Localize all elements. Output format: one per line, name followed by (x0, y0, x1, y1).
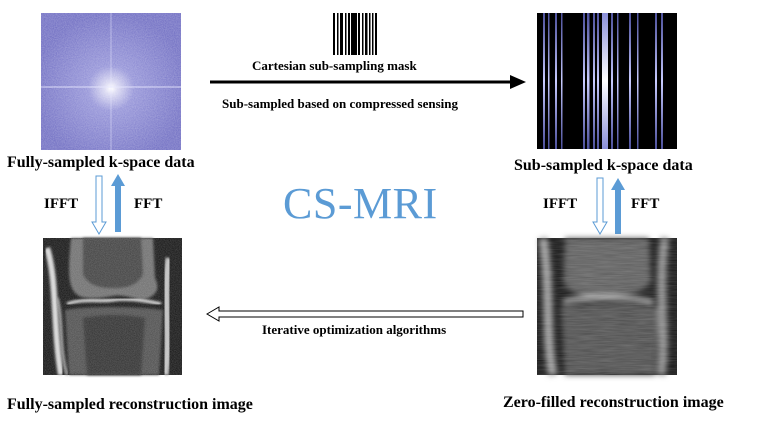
right-fft-label: FFT (631, 196, 660, 212)
left-ifft-label: IFFT (44, 196, 79, 212)
left-fft-arrow (111, 174, 125, 232)
full-reconstruction-label: Fully-sampled reconstruction image (7, 396, 253, 413)
full-kspace-label: Fully-sampled k-space data (7, 154, 195, 171)
sub-kspace-image (537, 13, 677, 149)
sampling-mask-image (333, 13, 377, 55)
left-fft-label: FFT (134, 196, 163, 212)
left-ifft-arrow (91, 175, 107, 235)
iterative-label: Iterative optimization algorithms (262, 322, 447, 337)
forward-arrow (210, 75, 526, 89)
mask-label: Cartesian sub-sampling mask (252, 58, 417, 73)
zero-filled-label: Zero-filled reconstruction image (503, 394, 724, 411)
right-ifft-label: IFFT (543, 196, 578, 212)
zero-filled-reconstruction-image (537, 237, 677, 376)
full-reconstruction-image (43, 238, 182, 376)
full-kspace-image (41, 13, 181, 150)
compressed-sensing-label: Sub-sampled based on compressed sensing (222, 96, 458, 111)
right-ifft-arrow (592, 177, 608, 235)
iterative-arrow (206, 306, 524, 322)
sub-kspace-label: Sub-sampled k-space data (514, 157, 693, 174)
cs-mri-title: CS-MRI (283, 179, 438, 228)
right-fft-arrow (611, 178, 625, 234)
